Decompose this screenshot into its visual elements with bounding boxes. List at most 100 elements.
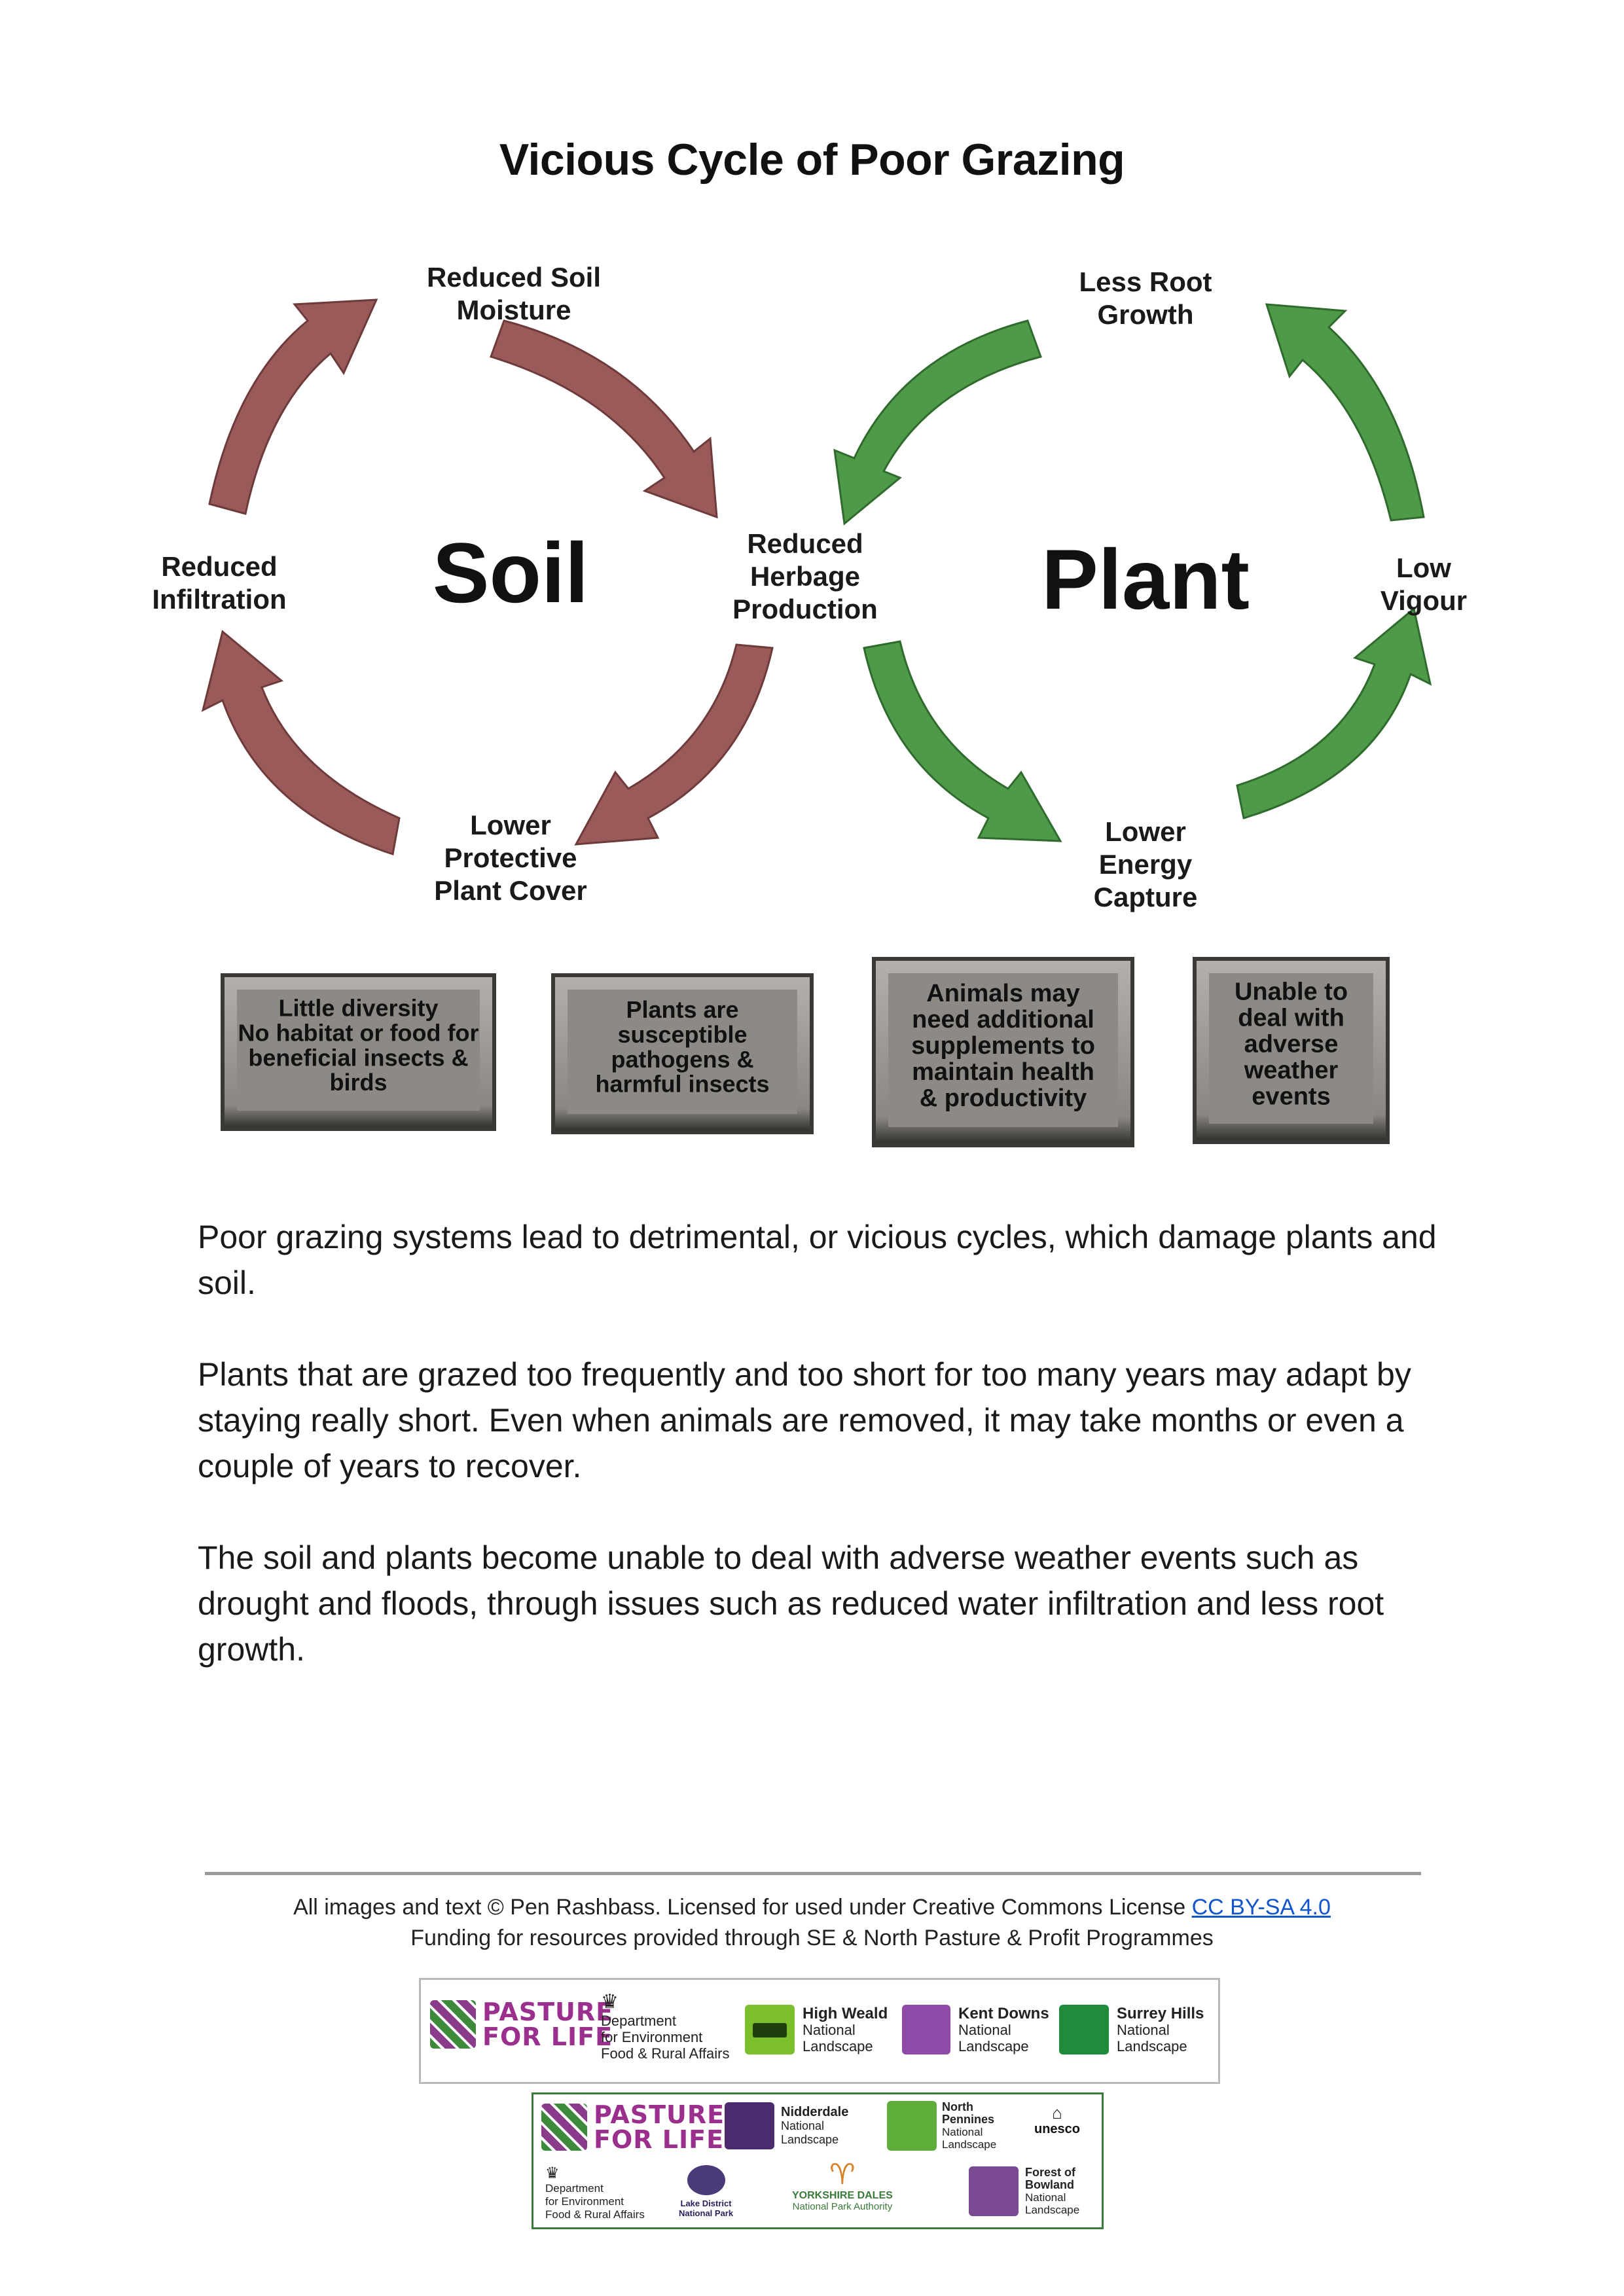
yorkshire-dales-line-1: YORKSHIRE DALES	[792, 2190, 893, 2201]
node-label-line: Low	[1396, 552, 1451, 583]
arrow-energy-to-vigour	[1236, 607, 1432, 819]
crest-icon: ♛	[601, 1991, 619, 2013]
high-weald-line-2: National	[803, 2021, 856, 2038]
node-label-line: Lower	[1105, 816, 1186, 847]
node-label-line: Plant Cover	[434, 875, 586, 906]
high-weald-line-1: High Weald	[803, 2004, 888, 2022]
node-label-line: Capture	[1094, 882, 1198, 912]
defra-line-1: Department	[601, 2013, 676, 2029]
effect-box-face	[888, 973, 1118, 1127]
effect-box-line: & productivity	[920, 1085, 1087, 1112]
effect-box-line: Unable to	[1235, 978, 1348, 1006]
node-label-line: Protective	[444, 842, 577, 873]
pasture-for-life-icon	[541, 2104, 587, 2151]
defra2-line-3: Food & Rural Affairs	[545, 2208, 645, 2221]
bowland-line-2: Bowland	[1025, 2178, 1074, 2191]
kent-downs-line-3: Landscape	[958, 2037, 1029, 2054]
effect-box-line: beneficial insects &	[248, 1044, 468, 1071]
node-label-line: Reduced	[747, 528, 863, 559]
effect-box-line: No habitat or food for	[238, 1020, 479, 1047]
funding-line: Funding for resources provided through S…	[410, 1926, 1214, 1950]
owl-icon	[969, 2166, 1019, 2216]
nidderdale-line-1: Nidderdale	[781, 2104, 849, 2119]
unesco-logo: ⌂unesco	[1034, 2104, 1080, 2137]
arrow-vigour-to-root	[1265, 303, 1425, 522]
defra2-line-2: for Environment	[545, 2195, 624, 2208]
pfl-line-1: PASTURE	[482, 1998, 614, 2026]
arrow-infiltration-to-moisture	[208, 298, 378, 515]
defra2-line-1: Department	[545, 2182, 604, 2195]
defra-line-3: Food & Rural Affairs	[601, 2045, 730, 2062]
node-label-line: Production	[732, 594, 878, 624]
effect-box-line: events	[1252, 1083, 1330, 1110]
hop-icon	[902, 2005, 950, 2054]
node-label-line: Moisture	[456, 295, 571, 325]
ram-icon: ♈	[829, 2159, 856, 2191]
kent-downs-line-2: National	[958, 2021, 1011, 2038]
node-label-line: Herbage	[750, 561, 860, 592]
arrow-root-to-herbage	[833, 319, 1042, 526]
hills-icon	[1059, 2005, 1109, 2054]
node-label-line: Vigour	[1380, 585, 1467, 616]
footer-divider	[205, 1872, 1421, 1875]
arrow-herbage-to-cover	[574, 643, 774, 846]
effect-box-line: adverse	[1244, 1030, 1339, 1058]
effect-box-face	[237, 990, 480, 1111]
effect-box-line: harmful insects	[595, 1071, 769, 1098]
effect-box-line: Plants are	[626, 996, 738, 1023]
plant-cycle-arrows	[833, 303, 1432, 842]
license-link[interactable]: CC BY-SA 4.0	[1191, 1895, 1331, 1920]
unesco-text: unesco	[1034, 2122, 1081, 2136]
paragraph-3: The soil and plants become unable to dea…	[198, 1539, 1384, 1668]
pfl-line-2: FOR LIFE	[482, 2022, 613, 2051]
effect-box-line: birds	[329, 1069, 387, 1096]
bowland-line-4: Landscape	[1025, 2204, 1080, 2216]
defra-logo-2: ♛ Department for Environment Food & Rura…	[545, 2165, 645, 2221]
nidderdale-line-3: Landscape	[781, 2132, 839, 2146]
arrow-moisture-to-herbage	[490, 319, 718, 519]
crest-icon: ♛	[545, 2164, 560, 2182]
effect-box-line: deal with	[1238, 1005, 1344, 1032]
surrey-hills-line-3: Landscape	[1117, 2037, 1187, 2054]
effect-box-line: need additional	[912, 1006, 1094, 1033]
node-label-line: Reduced Soil	[427, 262, 601, 293]
temple-icon: ⌂	[1052, 2103, 1062, 2123]
surrey-hills-line-1: Surrey Hills	[1117, 2004, 1204, 2022]
effect-box-line: pathogens &	[611, 1046, 753, 1073]
soil-cycle-arrows	[201, 298, 774, 855]
north-pennines-line-4: Landscape	[942, 2138, 997, 2151]
node-label-line: Reduced	[161, 551, 277, 582]
lake-district-line-2: National Park	[679, 2208, 734, 2218]
lake-district-line-1: Lake District	[680, 2198, 732, 2208]
pasture-for-life-icon	[430, 2000, 476, 2049]
license-line: All images and text © Pen Rashbass. Lice…	[0, 1895, 1624, 1920]
soil-center-label: Soil	[433, 525, 588, 620]
arrow-herbage-to-energy	[863, 640, 1062, 842]
effect-box-face	[568, 990, 797, 1114]
pfl2-line-1: PASTURE	[594, 2100, 725, 2129]
